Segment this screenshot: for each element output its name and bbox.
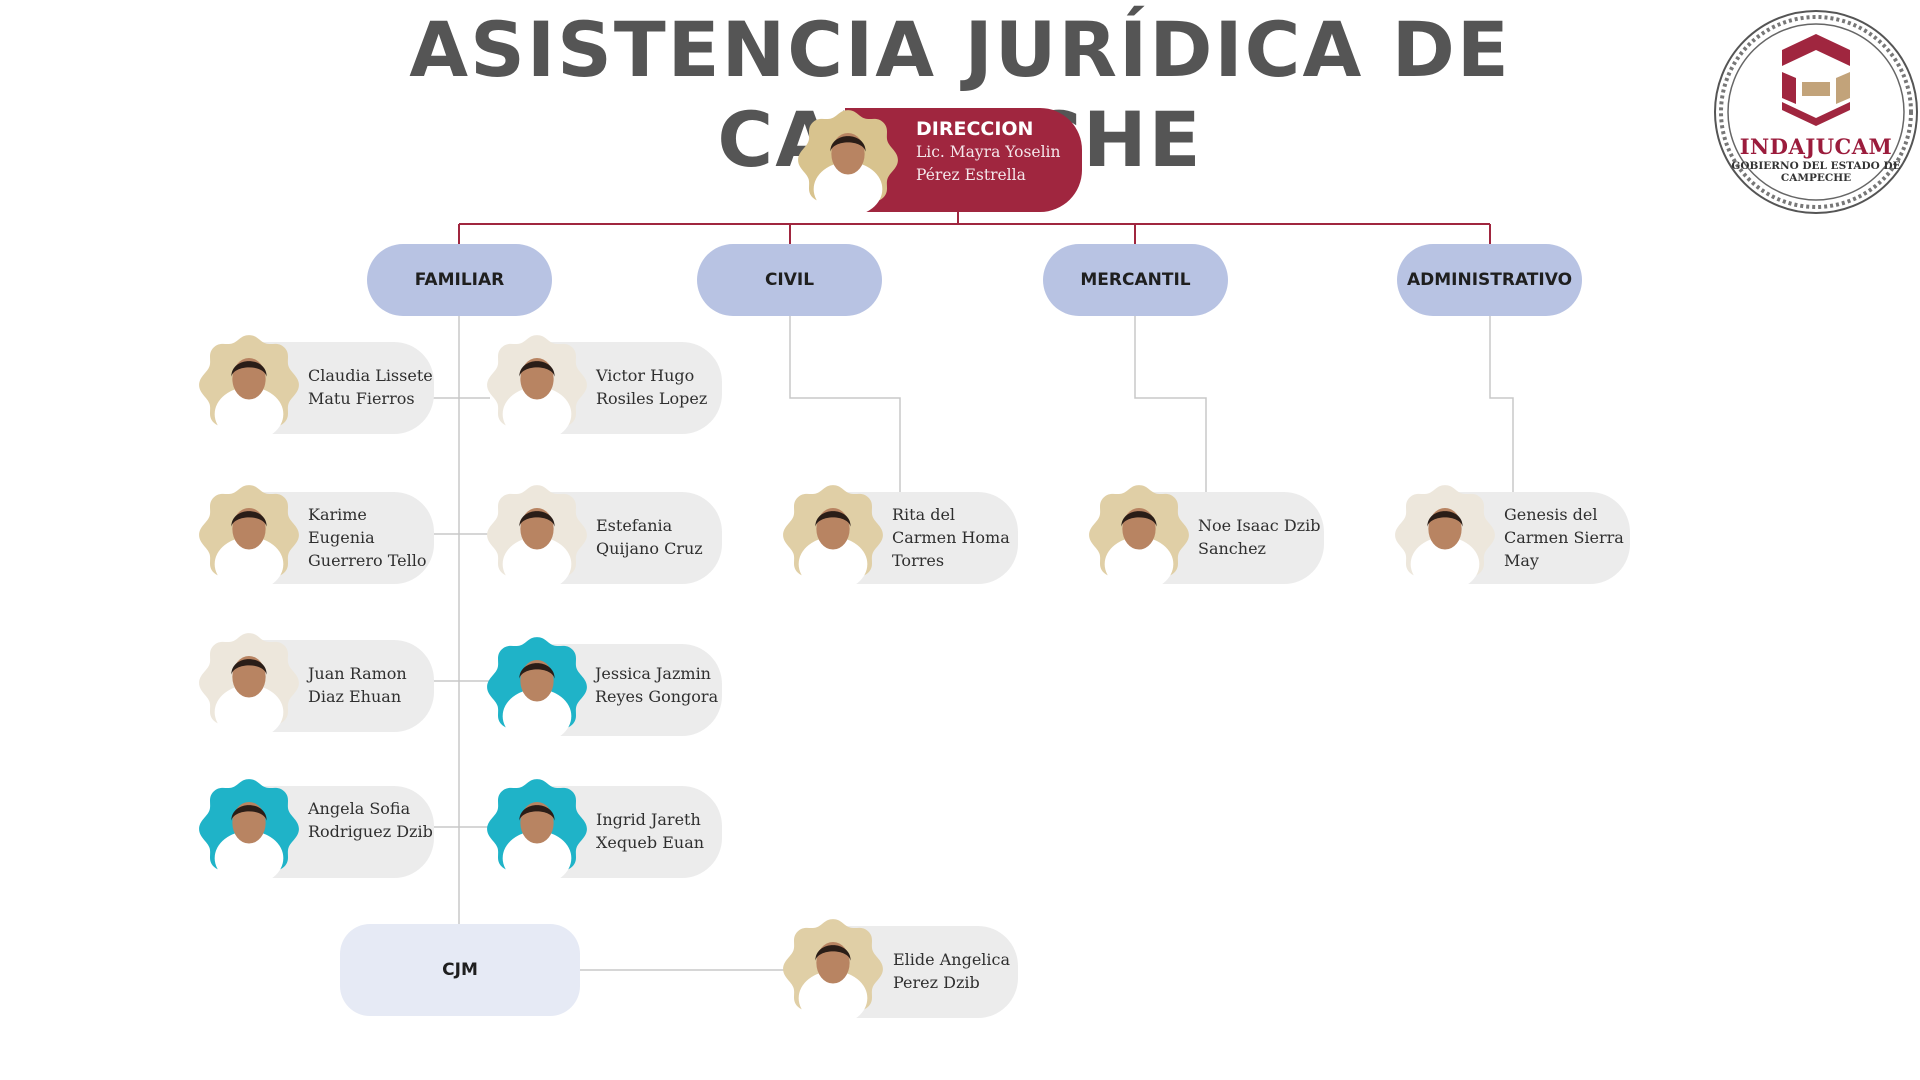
dept-mercantil: MERCANTIL (1043, 244, 1228, 316)
direccion-photo (796, 108, 900, 212)
dept-civil: CIVIL (697, 244, 882, 316)
dept-cjm: CJM (340, 924, 580, 1016)
direccion-name: Lic. Mayra Yoselin Pérez Estrella (916, 143, 1061, 184)
logo-brand: INDAJUCAM (1739, 134, 1893, 159)
direccion-label: DIRECCION (916, 118, 1034, 140)
person-name: Rita del Carmen Homa Torres (892, 505, 1010, 570)
person-photo (1087, 483, 1191, 587)
person-photo (485, 483, 589, 587)
dept-administrativo: ADMINISTRATIVO (1397, 244, 1582, 316)
dept-familiar: FAMILIAR (367, 244, 552, 316)
person-name: Jessica Jazmin Reyes Gongora (595, 664, 719, 706)
person-name: Victor Hugo Rosiles Lopez (596, 366, 708, 408)
person-name: Angela Sofia Rodriguez Dzib (308, 799, 433, 841)
person-name: Genesis del Carmen Sierra May (1504, 505, 1624, 570)
person-name: Ingrid Jareth Xequeb Euan (596, 810, 705, 852)
person-photo (197, 631, 301, 735)
person-name: Juan Ramon Diaz Ehuan (308, 664, 407, 706)
person-photo (781, 483, 885, 587)
person-photo (197, 777, 301, 881)
indajucam-logo: INDAJUCAM GOBIERNO DEL ESTADO DE CAMPECH… (1712, 8, 1920, 216)
person-name: Karime Eugenia Guerrero Tello (308, 505, 427, 570)
person-name: Elide Angelica Perez Dzib (893, 950, 1011, 992)
seal-icon (1714, 10, 1918, 214)
person-photo (485, 777, 589, 881)
person-photo (781, 917, 885, 1021)
person-photo (485, 333, 589, 437)
person-name: Estefania Quijano Cruz (596, 516, 703, 558)
person-photo (197, 333, 301, 437)
logo-subtitle: GOBIERNO DEL ESTADO DE CAMPECHE (1731, 160, 1901, 184)
person-name: Noe Isaac Dzib Sanchez (1198, 516, 1321, 558)
person-photo (1393, 483, 1497, 587)
person-photo (485, 635, 589, 739)
person-photo (197, 483, 301, 587)
person-name: Claudia Lissete Matu Fierros (308, 366, 433, 408)
